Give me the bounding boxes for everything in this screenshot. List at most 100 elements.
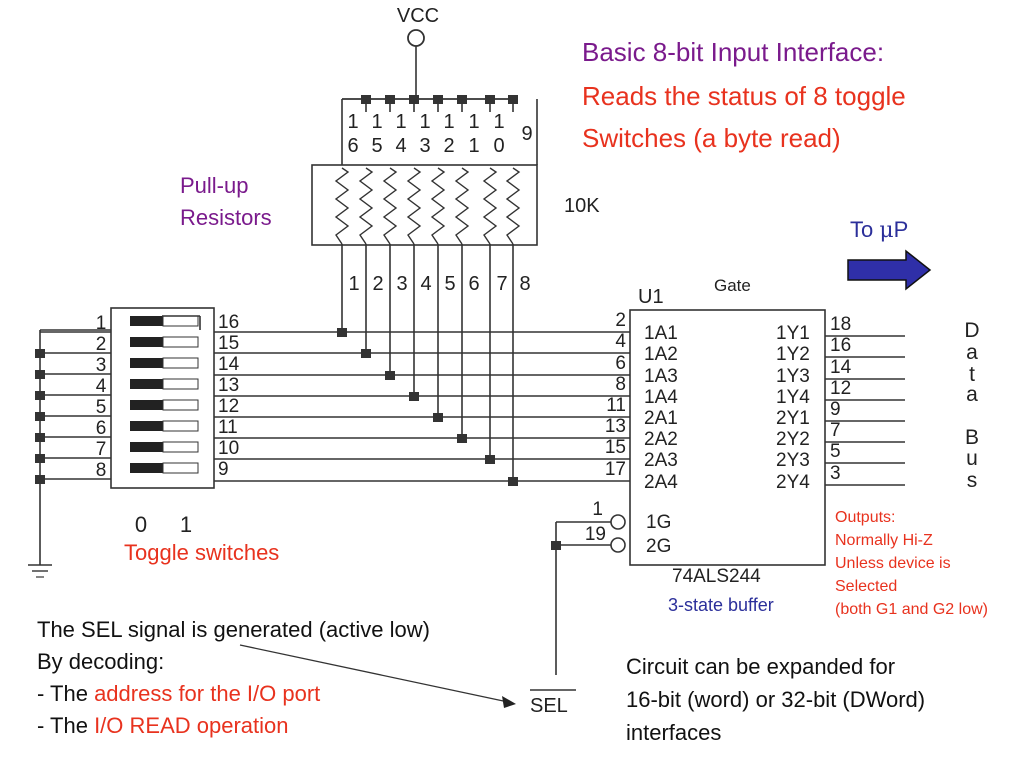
buffer-input-name: 1A1 (644, 323, 678, 344)
resistor-zigzag (334, 167, 350, 245)
switch-right-pin-label: 14 (218, 354, 240, 375)
outputs-note-line: Outputs: (835, 509, 896, 526)
signal-junction-dot (485, 455, 495, 464)
signal-junction-dot (361, 349, 371, 358)
mu-symbol: μ (879, 218, 894, 243)
buffer-output-name: 2Y3 (776, 450, 810, 471)
resistor-top-pin-label: 0 (493, 135, 504, 157)
resistor-top-pin-label: 4 (395, 135, 406, 157)
chip-part-label: 74ALS244 (672, 566, 761, 587)
data-bus-letter: B (965, 426, 979, 449)
resistor-top-pin-label: 6 (347, 135, 358, 157)
data-bus-letter: u (966, 447, 978, 470)
switch-right-pin-label: 16 (218, 312, 239, 333)
buffer-output-pin-label: 5 (830, 441, 841, 462)
sel-note-line-2: By decoding: (37, 649, 165, 674)
buffer-input-name: 2A3 (644, 450, 678, 471)
resistor-top-pin-label: 2 (443, 135, 454, 157)
buffer-output-name: 1Y1 (776, 323, 810, 344)
vcc-terminal-circle (407, 29, 425, 47)
resistor-common-pin-label: 9 (521, 123, 532, 145)
switch-track (162, 357, 199, 369)
buffer-output-name: 2Y4 (776, 472, 810, 493)
buffer-input-pin-label: 8 (615, 374, 626, 395)
switch-slider (130, 337, 163, 347)
switch-right-pin-label: 10 (218, 438, 239, 459)
signal-junction-dot (385, 371, 395, 380)
buffer-input-pin-label: 2 (615, 310, 626, 331)
resistor-zigzag (430, 167, 446, 245)
sel-pointer-arrowhead (502, 696, 516, 708)
resistor-bottom-pin-label: 1 (348, 273, 359, 295)
resistor-zigzag (505, 167, 521, 245)
switch-block-body (110, 307, 215, 489)
buffer-output-pin-label: 7 (830, 420, 841, 441)
sel-note-prefix: - The (37, 681, 95, 706)
resistor-bottom-pin-label: 3 (396, 273, 407, 295)
switch-track (162, 315, 199, 327)
resistor-top-pin-label: 1 (419, 111, 430, 133)
signal-junction-dot (337, 328, 347, 337)
buffer-input-pin-label: 6 (615, 353, 626, 374)
data-bus-letter: a (966, 341, 978, 364)
buffer-name-label: 3-state buffer (668, 595, 774, 615)
buffer-output-name: 2Y2 (776, 429, 810, 450)
resistor-bottom-pin-label: 7 (496, 273, 507, 295)
resistor-top-pin-label: 1 (493, 111, 504, 133)
resistor-pack-body (311, 164, 538, 246)
expand-note: Circuit can be expanded for 16-bit (word… (626, 650, 925, 749)
sel-note-line-3: - The address for the I/O port (37, 678, 430, 710)
switch-left-pin-label: 3 (96, 355, 107, 376)
outputs-note-line: (both G1 and G2 low) (835, 601, 988, 618)
resistor-top-pin-label: 1 (443, 111, 454, 133)
buffer-input-name: 1A4 (644, 387, 678, 408)
switch-right-pin-label: 12 (218, 396, 239, 417)
sel-note-line-1: The SEL signal is generated (active low) (37, 617, 430, 642)
buffer-output-pin-label: 18 (830, 314, 851, 335)
switch-slider (130, 400, 163, 410)
data-bus-letter: D (964, 319, 979, 342)
io-read-highlight: I/O READ operation (94, 713, 289, 738)
p-letter: P (893, 217, 909, 242)
sel-pointer-line (239, 644, 509, 703)
switch-slider (130, 442, 163, 452)
switch-right-pin-label: 9 (218, 459, 229, 480)
resistor-zigzag (406, 167, 422, 245)
resistor-top-pin-label: 1 (468, 111, 479, 133)
switch-track (162, 378, 199, 390)
resistor-top-pin-label: 1 (468, 135, 479, 157)
enable-pin-label: 19 (585, 524, 606, 545)
switch-track (162, 420, 199, 432)
signal-junction-dot (433, 413, 443, 422)
enable-junction-dot (551, 541, 561, 550)
resistor-top-pin-label: 1 (395, 111, 406, 133)
signal-junction-dot (508, 477, 518, 486)
switch-left-pin-label: 1 (96, 313, 107, 334)
buffer-input-pin-label: 13 (605, 416, 626, 437)
heading-line-2: Reads the status of 8 toggle (582, 81, 906, 111)
switch-left-pin-label: 7 (96, 439, 107, 460)
resistor-bottom-pin-label: 6 (468, 273, 479, 295)
resistor-top-pin-label: 3 (419, 135, 430, 157)
address-highlight: address for the I/O port (94, 681, 321, 706)
gate-label: Gate (714, 276, 751, 295)
toggle-switches-label: Toggle switches (124, 540, 280, 565)
buffer-output-pin-label: 9 (830, 399, 841, 420)
buffer-output-pin-label: 16 (830, 335, 851, 356)
buffer-output-pin-label: 3 (830, 463, 841, 484)
sel-note: The SEL signal is generated (active low)… (37, 614, 430, 742)
buffer-input-pin-label: 4 (615, 331, 626, 352)
buffer-input-name: 1A2 (644, 344, 678, 365)
buffer-input-pin-label: 15 (605, 437, 626, 458)
switch-track (162, 462, 199, 474)
enable-2g-bubble (610, 537, 626, 553)
outputs-note-line: Selected (835, 578, 898, 595)
pullup-label-line-1: Pull-up (180, 173, 249, 198)
switch-left-pin-label: 4 (96, 376, 107, 397)
heading-title: Basic 8-bit Input Interface: (582, 37, 885, 67)
resistor-zigzag (482, 167, 498, 245)
outputs-note-line: Unless device is (835, 555, 951, 572)
switch-track (162, 399, 199, 411)
expand-note-line: 16-bit (word) or 32-bit (DWord) (626, 687, 926, 712)
